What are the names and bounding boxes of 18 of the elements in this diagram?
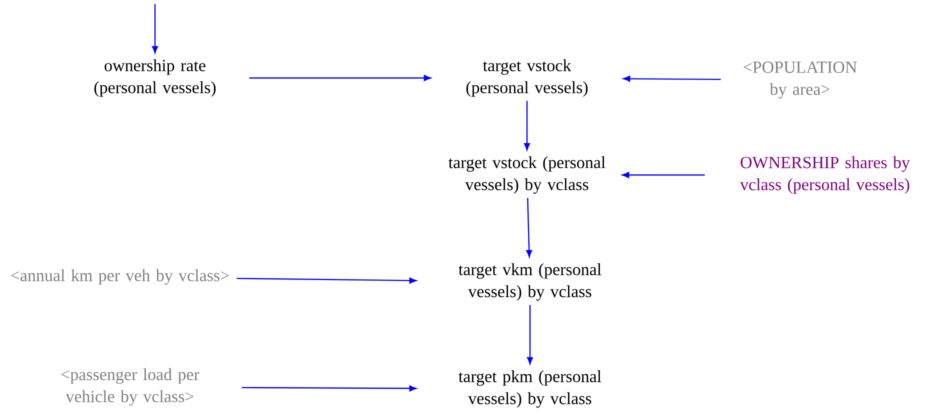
arrow	[249, 74, 432, 82]
variable-label: target vstock (personal vessels)	[466, 59, 588, 97]
arrow	[526, 304, 534, 364]
variable-label: OWNERSHIP shares by vclass (personal vessels)	[740, 156, 910, 194]
arrow	[236, 278, 417, 284]
arrow	[623, 76, 721, 82]
variable-label: target vkm (personal vessels) by vclass	[458, 263, 602, 301]
shadow-variable-label: <POPULATION by area>	[744, 62, 857, 98]
variable-label: ownership rate (personal vessels)	[94, 59, 216, 97]
shadow-variable-label: <annual km per veh by vclass>	[11, 269, 229, 285]
variable-label: target pkm (personal vessels) by vclass	[458, 370, 602, 408]
shadow-variable-label: <passenger load per vehicle by vclass>	[61, 368, 200, 406]
arrow	[524, 100, 530, 150]
arrow	[526, 198, 532, 258]
arrow	[622, 172, 705, 178]
arrow	[152, 4, 158, 54]
arrow	[242, 385, 417, 392]
variable-label: target vstock (personal vessels) by vclass	[448, 156, 606, 194]
